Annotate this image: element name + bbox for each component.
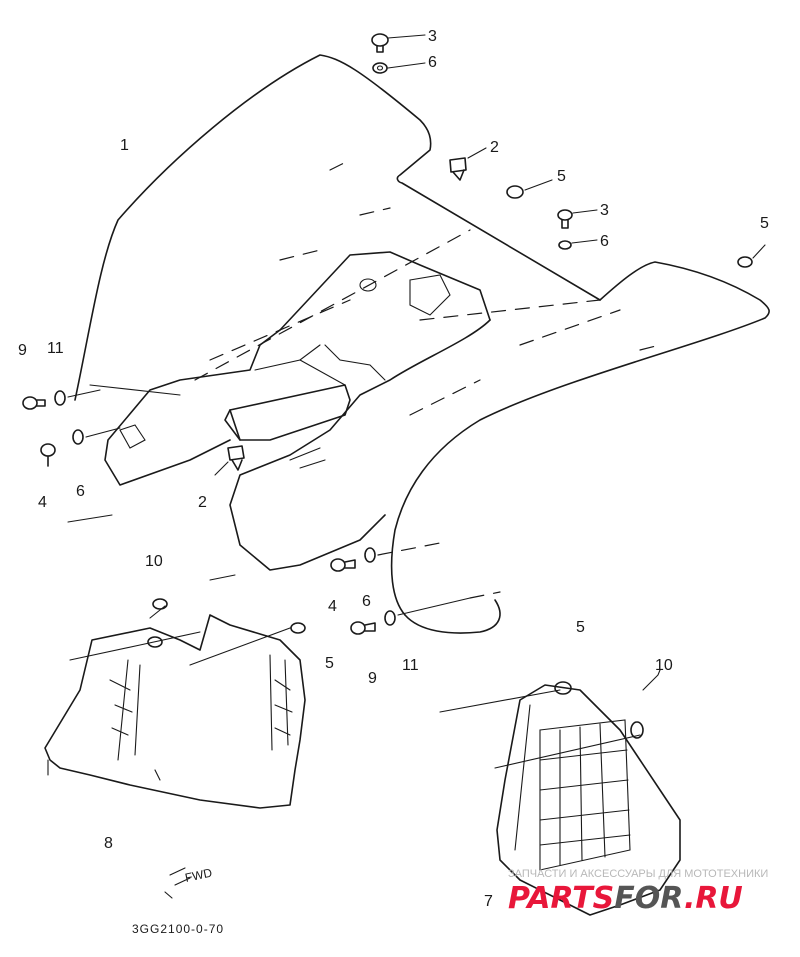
washer-icon <box>558 240 572 250</box>
callout-4: 4 <box>38 494 47 511</box>
callout-7: 7 <box>484 893 493 910</box>
fasteners <box>22 33 753 635</box>
watermark-brand: PARTSFOR.RU <box>508 881 743 916</box>
callout-10: 10 <box>145 553 163 570</box>
watermark-brand-part2: FOR <box>614 881 684 916</box>
washer-icon <box>372 62 388 74</box>
callout-8: 8 <box>104 835 113 852</box>
collar-icon <box>72 429 84 445</box>
collar-icon <box>364 547 376 563</box>
mud-flap-left <box>44 598 306 809</box>
callout-2: 2 <box>490 139 499 156</box>
watermark: ЗАПЧАСТИ И АКСЕССУАРЫ ДЛЯ МОТОТЕХНИКИ PA… <box>508 868 768 916</box>
fwd-marker: FWD <box>184 865 214 884</box>
bolt-icon <box>371 33 389 53</box>
callout-5: 5 <box>325 655 334 672</box>
callout-10: 10 <box>655 657 673 674</box>
callout-2: 2 <box>198 494 207 511</box>
nut-icon <box>737 256 753 268</box>
mud-flap-right <box>439 681 681 916</box>
callout-6: 6 <box>362 593 371 610</box>
grommet-icon <box>227 445 245 471</box>
callout-6: 6 <box>600 233 609 250</box>
callout-3: 3 <box>428 28 437 45</box>
bolt-icon <box>22 396 46 410</box>
watermark-brand-part1: PARTS <box>508 881 614 916</box>
callout-5: 5 <box>760 215 769 232</box>
collar-icon <box>54 390 66 406</box>
callout-1: 1 <box>120 137 129 154</box>
bolt-icon <box>350 621 376 635</box>
callout-11: 11 <box>402 657 419 674</box>
bolt-icon <box>330 558 356 572</box>
callout-9: 9 <box>18 342 27 359</box>
callout-3: 3 <box>600 202 609 219</box>
grommet-icon <box>449 157 467 181</box>
bolt-icon <box>557 209 573 229</box>
callout-5: 5 <box>557 168 566 185</box>
bolt-icon <box>40 443 56 467</box>
fwd-arrow-icon <box>164 867 191 899</box>
nut-icon <box>506 185 524 199</box>
callout-6: 6 <box>428 54 437 71</box>
watermark-brand-part3: .RU <box>684 881 743 916</box>
callout-11: 11 <box>47 340 64 357</box>
callout-9: 9 <box>368 670 377 687</box>
collar-icon <box>384 610 396 626</box>
rear-fender <box>67 54 770 634</box>
callout-4: 4 <box>328 598 337 615</box>
callout-5: 5 <box>576 619 585 636</box>
watermark-tagline: ЗАПЧАСТИ И АКСЕССУАРЫ ДЛЯ МОТОТЕХНИКИ <box>508 868 768 880</box>
callout-6: 6 <box>76 483 85 500</box>
drawing-code: 3GG2100-0-70 <box>132 922 224 936</box>
leader-lines <box>149 34 766 691</box>
